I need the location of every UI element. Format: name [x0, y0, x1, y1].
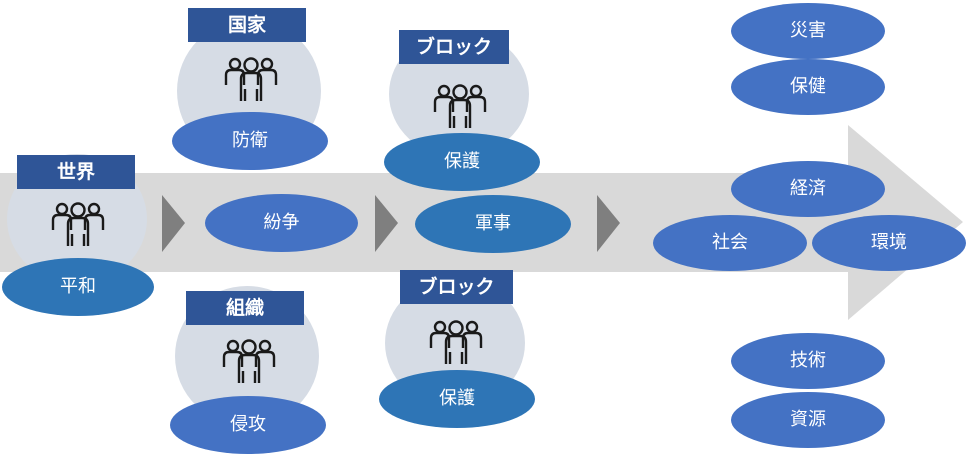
- org-node[interactable]: 侵攻: [170, 396, 326, 454]
- conflict-node-label: 紛争: [263, 212, 300, 233]
- outcome-health-label: 保健: [790, 76, 826, 97]
- outcome-disaster[interactable]: 災害: [731, 3, 885, 59]
- world-title: 世界: [17, 155, 135, 189]
- outcome-resources-label: 資源: [790, 409, 826, 430]
- bloc-top-node[interactable]: 保護: [384, 133, 540, 191]
- world-node-label: 平和: [60, 276, 96, 297]
- people-icon: [222, 339, 276, 383]
- people-icon: [51, 202, 105, 246]
- chevron-1: [162, 195, 185, 252]
- outcome-disaster-label: 災害: [790, 20, 826, 41]
- military-node[interactable]: 軍事: [415, 195, 571, 253]
- people-icon: [224, 57, 278, 101]
- nation-node-label: 防衛: [232, 130, 268, 151]
- bloc-top-node-label: 保護: [444, 151, 480, 172]
- bloc-bottom-node-label: 保護: [439, 388, 475, 409]
- outcome-health[interactable]: 保健: [731, 59, 885, 115]
- people-icon: [429, 320, 483, 364]
- org-title: 組織: [186, 291, 304, 325]
- chevron-3: [597, 195, 620, 252]
- bloc-top-title: ブロック: [399, 30, 509, 64]
- military-node-label: 軍事: [475, 213, 511, 234]
- outcome-technology-label: 技術: [790, 350, 826, 371]
- outcome-society[interactable]: 社会: [653, 215, 807, 271]
- bloc-bottom-node[interactable]: 保護: [379, 370, 535, 428]
- org-node-label: 侵攻: [230, 414, 266, 435]
- nation-node[interactable]: 防衛: [172, 112, 328, 170]
- nation-title: 国家: [188, 8, 306, 42]
- outcome-environment-label: 環境: [871, 232, 907, 253]
- outcome-technology[interactable]: 技術: [731, 333, 885, 389]
- conflict-node[interactable]: 紛争: [205, 194, 358, 252]
- people-icon: [433, 84, 487, 128]
- world-node[interactable]: 平和: [2, 258, 154, 316]
- outcome-economy-label: 経済: [790, 178, 826, 199]
- outcome-resources[interactable]: 資源: [731, 392, 885, 448]
- outcome-economy[interactable]: 経済: [731, 161, 885, 217]
- chevron-2: [375, 195, 398, 252]
- bloc-bottom-title: ブロック: [400, 270, 513, 304]
- outcome-society-label: 社会: [712, 232, 748, 253]
- outcome-environment[interactable]: 環境: [812, 215, 966, 271]
